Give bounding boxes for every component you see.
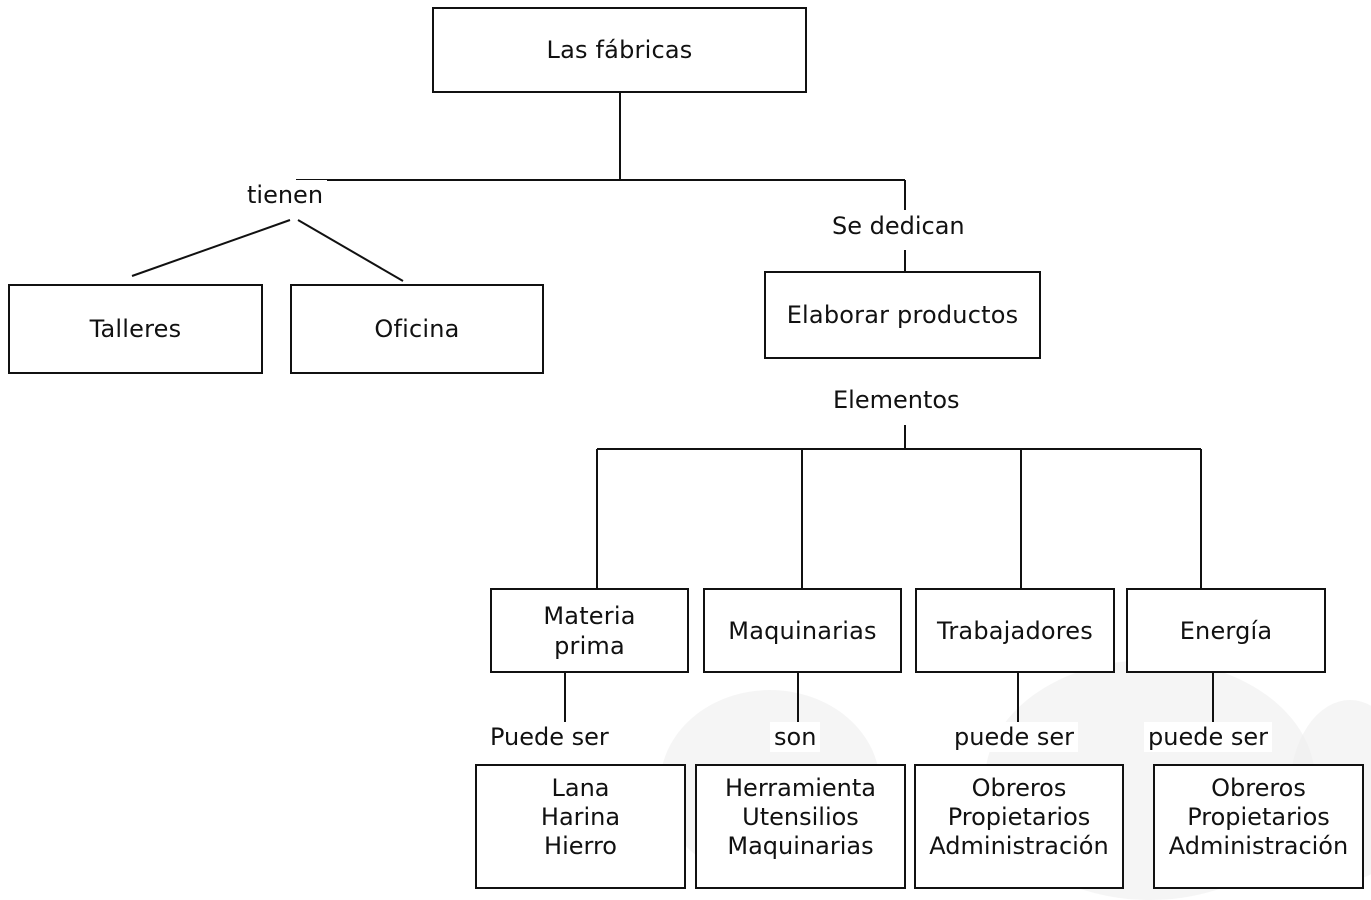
root-node: Las fábricas [432, 7, 807, 93]
list-item: Obreros [971, 774, 1067, 802]
category-node-trabajadores: Trabajadores [915, 588, 1115, 673]
list-item: Herramienta [725, 774, 876, 802]
list-item: Maquinarias [727, 832, 874, 860]
list-item: Propietarios [947, 803, 1091, 831]
elaborar-productos-node: Elaborar productos [764, 271, 1041, 359]
category-label: Maquinarias [728, 616, 877, 645]
connector-lines [131, 91, 1214, 725]
items-list: Herramienta Utensilios Maquinarias [725, 774, 876, 861]
right-connector-label: Se dedican [828, 211, 969, 241]
left-child-label: Oficina [374, 315, 460, 343]
left-connector-label: tienen [243, 180, 328, 210]
elaborar-productos-label: Elaborar productos [786, 301, 1019, 329]
left-child-node: Talleres [8, 284, 263, 374]
items-node-energia: Obreros Propietarios Administración [1153, 764, 1364, 889]
list-item: Obreros [1211, 774, 1306, 802]
left-child-label: Talleres [89, 315, 182, 343]
root-label: Las fábricas [546, 36, 693, 64]
category-label: Trabajadores [937, 616, 1093, 645]
list-item: Administración [1168, 832, 1349, 860]
category-connector-label: son [770, 722, 821, 752]
list-item: Lana [551, 774, 610, 802]
category-connector-label: puede ser [1144, 722, 1272, 752]
category-label: Materia prima [543, 601, 636, 660]
items-node-maquinarias: Herramienta Utensilios Maquinarias [695, 764, 906, 889]
category-node-maquinarias: Maquinarias [703, 588, 902, 673]
category-label: Energía [1179, 616, 1273, 645]
items-list: Obreros Propietarios Administración [1169, 774, 1348, 861]
list-item: Harina [540, 803, 621, 831]
list-item: Utensilios [742, 803, 859, 831]
category-connector-label: puede ser [950, 722, 1078, 752]
category-connector-label: Puede ser [486, 722, 613, 752]
list-item: Hierro [544, 832, 617, 860]
elements-label: Elementos [829, 385, 964, 415]
items-list: Lana Harina Hierro [541, 774, 620, 861]
tienen-to-oficina-line [297, 219, 404, 282]
list-item: Administración [929, 832, 1109, 860]
tienen-to-talleres-line [131, 219, 291, 277]
list-item: Propietarios [1187, 803, 1330, 831]
items-node-materia-prima: Lana Harina Hierro [475, 764, 686, 889]
category-node-energia: Energía [1126, 588, 1326, 673]
left-child-node: Oficina [290, 284, 544, 374]
items-list: Obreros Propietarios Administración [929, 774, 1108, 861]
items-node-trabajadores: Obreros Propietarios Administración [914, 764, 1124, 889]
category-node-materia-prima: Materia prima [490, 588, 689, 673]
